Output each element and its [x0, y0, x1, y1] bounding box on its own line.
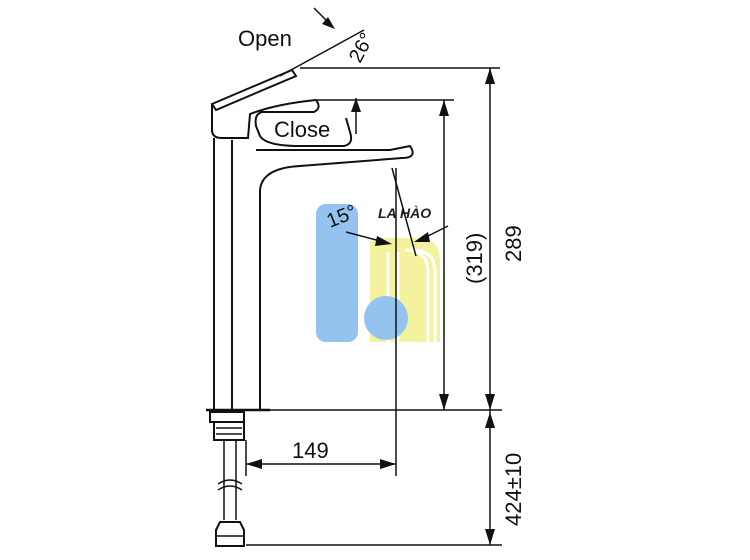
watermark-logo: LA HÀO	[316, 204, 440, 342]
open-label: Open	[238, 26, 292, 51]
hose-nut	[215, 521, 245, 547]
dim-289-label: 289	[501, 225, 526, 262]
dim-319-label: (319)	[462, 233, 487, 284]
watermark-blue-bar	[316, 204, 358, 342]
dimension-lines	[245, 7, 502, 546]
close-label: Close	[274, 117, 330, 142]
spout-axis-angled	[391, 167, 417, 257]
mount-shank	[213, 421, 245, 441]
lever-open	[210, 68, 298, 112]
dim-424-label: 424±10	[501, 453, 526, 526]
watermark-blue-dot	[364, 296, 408, 340]
spout	[256, 144, 414, 191]
angle-26-label: 26°	[345, 29, 379, 66]
arrowheads	[246, 17, 495, 545]
base-nut	[209, 411, 245, 423]
faucet-outline	[206, 68, 414, 547]
dim-149-label: 149	[292, 438, 329, 463]
handle-body	[211, 98, 353, 147]
open-angle-line	[279, 29, 365, 77]
